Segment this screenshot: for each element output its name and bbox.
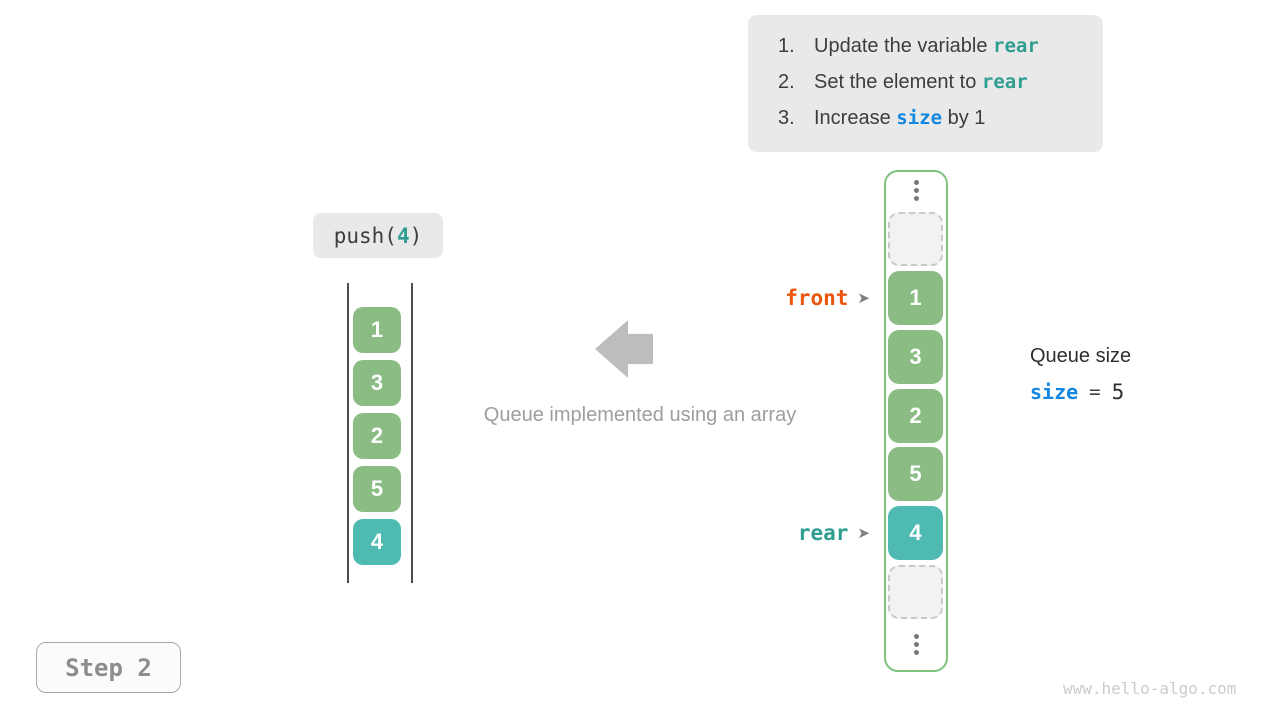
- front-pointer-label: front: [785, 286, 849, 310]
- step-badge: Step 2: [36, 642, 181, 693]
- step-item-2: 2. Set the element to rear: [778, 64, 1103, 100]
- step-item-1: 1. Update the variable rear: [778, 28, 1103, 64]
- step-text: Set the element to rear: [814, 71, 1028, 93]
- step-number: 1.: [778, 35, 795, 57]
- arrowhead-right-icon: ➤: [857, 289, 870, 307]
- queue-size-value-line: size = 5: [1030, 380, 1131, 404]
- front-pointer: front ➤: [740, 284, 870, 312]
- push-prefix: push(: [333, 223, 397, 248]
- rear-pointer: rear ➤: [740, 519, 870, 547]
- push-suffix: ): [409, 223, 423, 248]
- ellipsis-bottom-icon: [886, 634, 946, 655]
- size-variable: size: [1030, 380, 1079, 404]
- queue-size-title: Queue size: [1030, 345, 1132, 367]
- step-number: 2.: [778, 71, 795, 93]
- step-number: 3.: [778, 107, 795, 129]
- stack-cell: 1: [353, 307, 401, 353]
- rear-pointer-label: rear: [797, 521, 849, 545]
- stack-cell: 2: [353, 413, 401, 459]
- array-cell-front: 1: [888, 271, 943, 325]
- arrowhead-right-icon: ➤: [857, 524, 870, 542]
- stack-wall-left: [347, 283, 349, 583]
- array-cell-rear: 4: [888, 506, 943, 560]
- left-arrow-icon: [595, 320, 653, 378]
- equals-sign: =: [1089, 381, 1101, 403]
- code-size: size: [896, 107, 943, 129]
- queue-size-block: Queue size size = 5: [1030, 345, 1131, 404]
- watermark: www.hello-algo.com: [1063, 679, 1237, 698]
- array-cell-empty: [888, 212, 943, 266]
- stack-cell-new: 4: [353, 519, 401, 565]
- array-cell: 2: [888, 389, 943, 443]
- array-cell-empty: [888, 565, 943, 619]
- code-rear: rear: [981, 71, 1028, 93]
- array-cell: 3: [888, 330, 943, 384]
- step-text: Update the variable rear: [814, 35, 1039, 57]
- ellipsis-top-icon: [886, 180, 946, 201]
- stack-wall-right: [411, 283, 413, 583]
- stack-cell: 5: [353, 466, 401, 512]
- step-item-3: 3. Increase size by 1: [778, 100, 1103, 136]
- size-value: 5: [1111, 380, 1125, 404]
- code-rear: rear: [993, 35, 1039, 57]
- array-cell: 5: [888, 447, 943, 501]
- array-container: 1 3 2 5 4: [884, 170, 948, 672]
- step-text: Increase size by 1: [814, 107, 986, 129]
- diagram-caption: Queue implemented using an array: [483, 404, 797, 426]
- push-operation-label: push(4): [313, 213, 443, 258]
- steps-box: 1. Update the variable rear 2. Set the e…: [748, 15, 1103, 152]
- push-argument: 4: [396, 223, 410, 248]
- stack-cell: 3: [353, 360, 401, 406]
